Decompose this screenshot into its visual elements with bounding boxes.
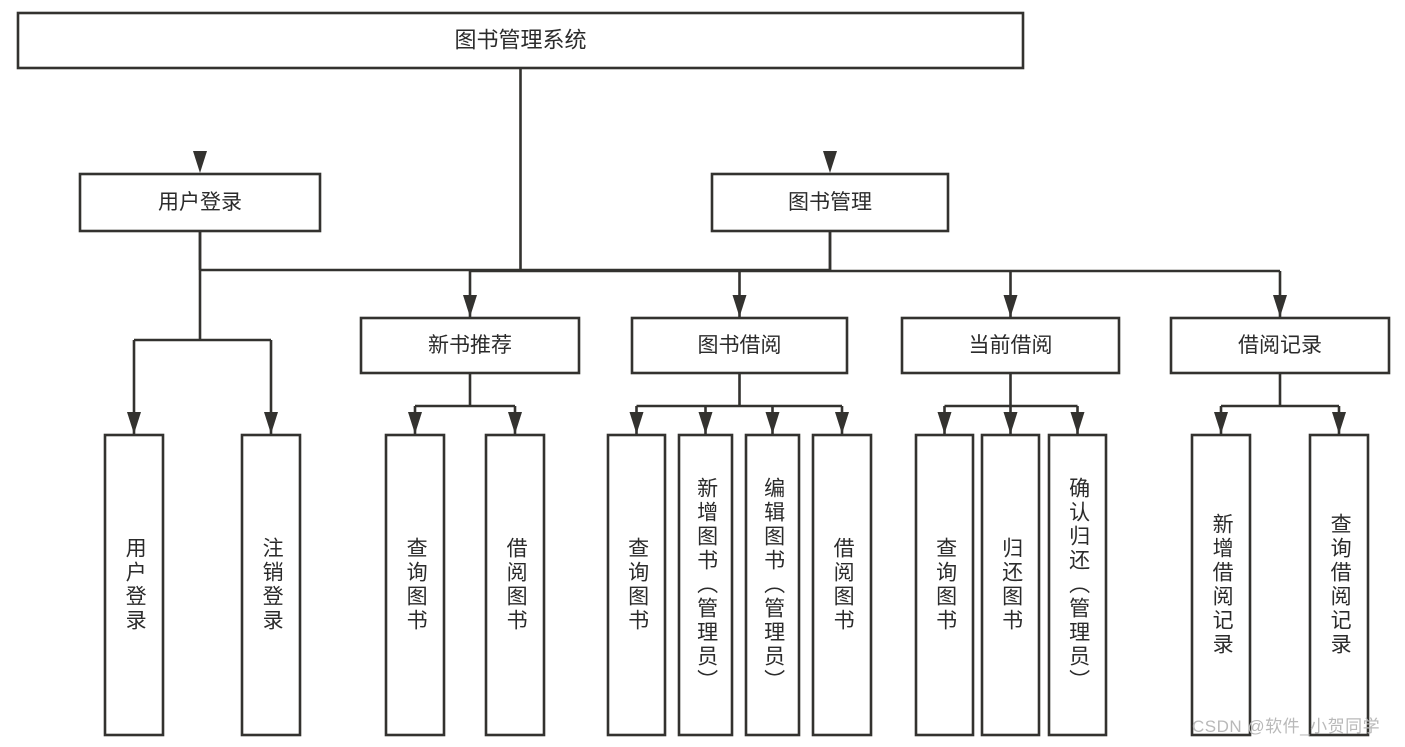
node-leaf-10[interactable] <box>1047 433 1108 737</box>
node-root-label: 图书管理系统 <box>454 27 586 52</box>
node-level3-1[interactable] <box>630 316 849 375</box>
node-root[interactable] <box>16 11 1025 70</box>
node-leaf-7[interactable] <box>811 433 873 737</box>
node-leaf-4[interactable] <box>606 433 667 737</box>
arrow-down-icon <box>937 412 952 434</box>
arrow-down-icon <box>1003 295 1018 317</box>
arrow-down-icon <box>823 151 837 173</box>
node-level2-label-0: 用户登录 <box>158 191 242 214</box>
node-leaf-9[interactable] <box>980 433 1041 737</box>
node-leaf-12[interactable] <box>1308 433 1370 737</box>
arrow-down-icon <box>698 412 713 434</box>
node-leaf-2[interactable] <box>384 433 446 737</box>
arrow-down-icon <box>127 412 141 434</box>
arrow-down-icon <box>835 412 849 434</box>
node-level3-label-1: 图书借阅 <box>698 334 782 357</box>
node-level3-0[interactable] <box>359 316 581 375</box>
node-level3-3[interactable] <box>1169 316 1391 375</box>
arrow-down-icon <box>732 295 747 317</box>
arrow-down-icon <box>1214 412 1228 434</box>
arrow-down-icon <box>193 151 207 173</box>
node-leaf-11[interactable] <box>1190 433 1252 737</box>
arrow-down-icon <box>264 412 278 434</box>
node-level3-label-2: 当前借阅 <box>969 334 1053 357</box>
arrow-down-icon <box>765 412 780 434</box>
arrow-down-icon <box>463 295 477 317</box>
node-leaf-5[interactable] <box>677 433 734 737</box>
arrow-down-icon <box>508 412 522 434</box>
node-leaf-3[interactable] <box>484 433 546 737</box>
node-box-layer <box>16 11 1391 737</box>
watermark-text: CSDN @软件_小贺同学 <box>1192 717 1381 736</box>
arrow-down-icon <box>408 412 422 434</box>
node-level2-0[interactable] <box>78 172 322 233</box>
arrow-down-icon <box>1070 412 1085 434</box>
arrow-down-icon <box>1003 412 1018 434</box>
node-level3-label-3: 借阅记录 <box>1238 334 1322 357</box>
connector-layer <box>127 68 1346 434</box>
node-level3-label-0: 新书推荐 <box>428 334 512 357</box>
arrow-down-icon <box>629 412 644 434</box>
node-level2-label-1: 图书管理 <box>788 191 872 214</box>
node-leaf-0[interactable] <box>103 433 165 737</box>
node-leaf-8[interactable] <box>914 433 975 737</box>
node-level3-2[interactable] <box>900 316 1121 375</box>
node-leaf-6[interactable] <box>744 433 801 737</box>
arrow-down-icon <box>1273 295 1287 317</box>
arrow-down-icon <box>1332 412 1346 434</box>
node-leaf-1[interactable] <box>240 433 302 737</box>
node-level2-1[interactable] <box>710 172 950 233</box>
